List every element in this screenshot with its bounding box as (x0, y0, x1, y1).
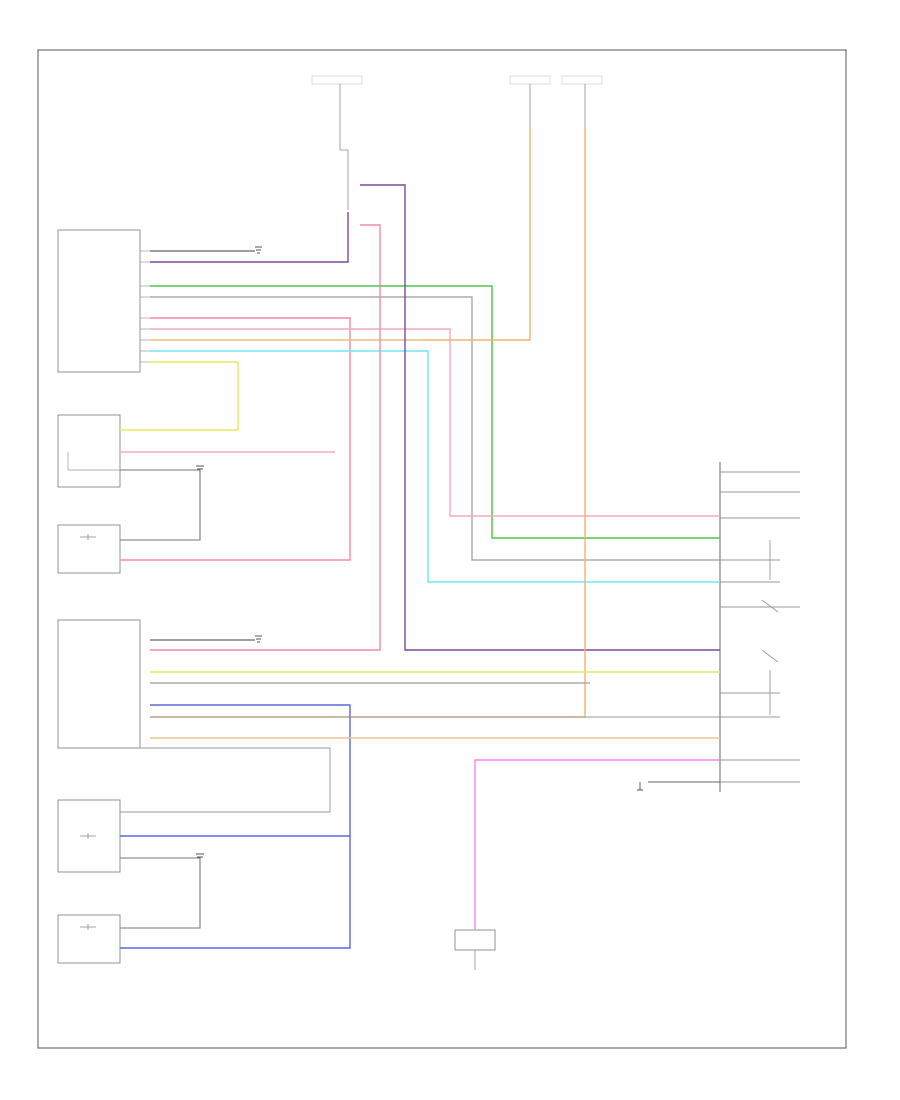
wire-red-heater (120, 317, 351, 561)
ground-symbol-icon (196, 246, 643, 858)
ignition-fuses-top (509, 75, 603, 128)
driver-module-pins (140, 250, 150, 363)
heated-seat-switch (719, 462, 800, 792)
driver-back-heater (57, 524, 121, 574)
wire-magenta (474, 759, 720, 930)
wire-orange-2 (150, 128, 586, 718)
diagram-frame (37, 49, 847, 1049)
wire-red-top (150, 224, 381, 651)
wire-orange-1 (150, 128, 531, 341)
wire-blue-top (360, 184, 720, 651)
wire-yellow-driver (120, 361, 239, 431)
wire-green (150, 285, 720, 539)
wire-purple-driver (150, 212, 349, 263)
driver-cushion-heater (57, 414, 121, 488)
seat-control-fuse (454, 929, 496, 970)
passenger-back-heater (57, 914, 121, 964)
wire-blue-passenger (120, 704, 351, 949)
wire-cyan (150, 350, 720, 583)
wire-gray-driver (150, 296, 720, 561)
passenger-seat-module (57, 619, 331, 813)
driver-seat-module (57, 229, 150, 373)
battery-fuse-top (311, 75, 363, 210)
wire-ground-driver-heaters (120, 469, 201, 541)
wire-pink-switch (150, 328, 720, 517)
heater-element-icon (80, 534, 96, 930)
wire-ground-passenger-heaters (120, 857, 201, 929)
